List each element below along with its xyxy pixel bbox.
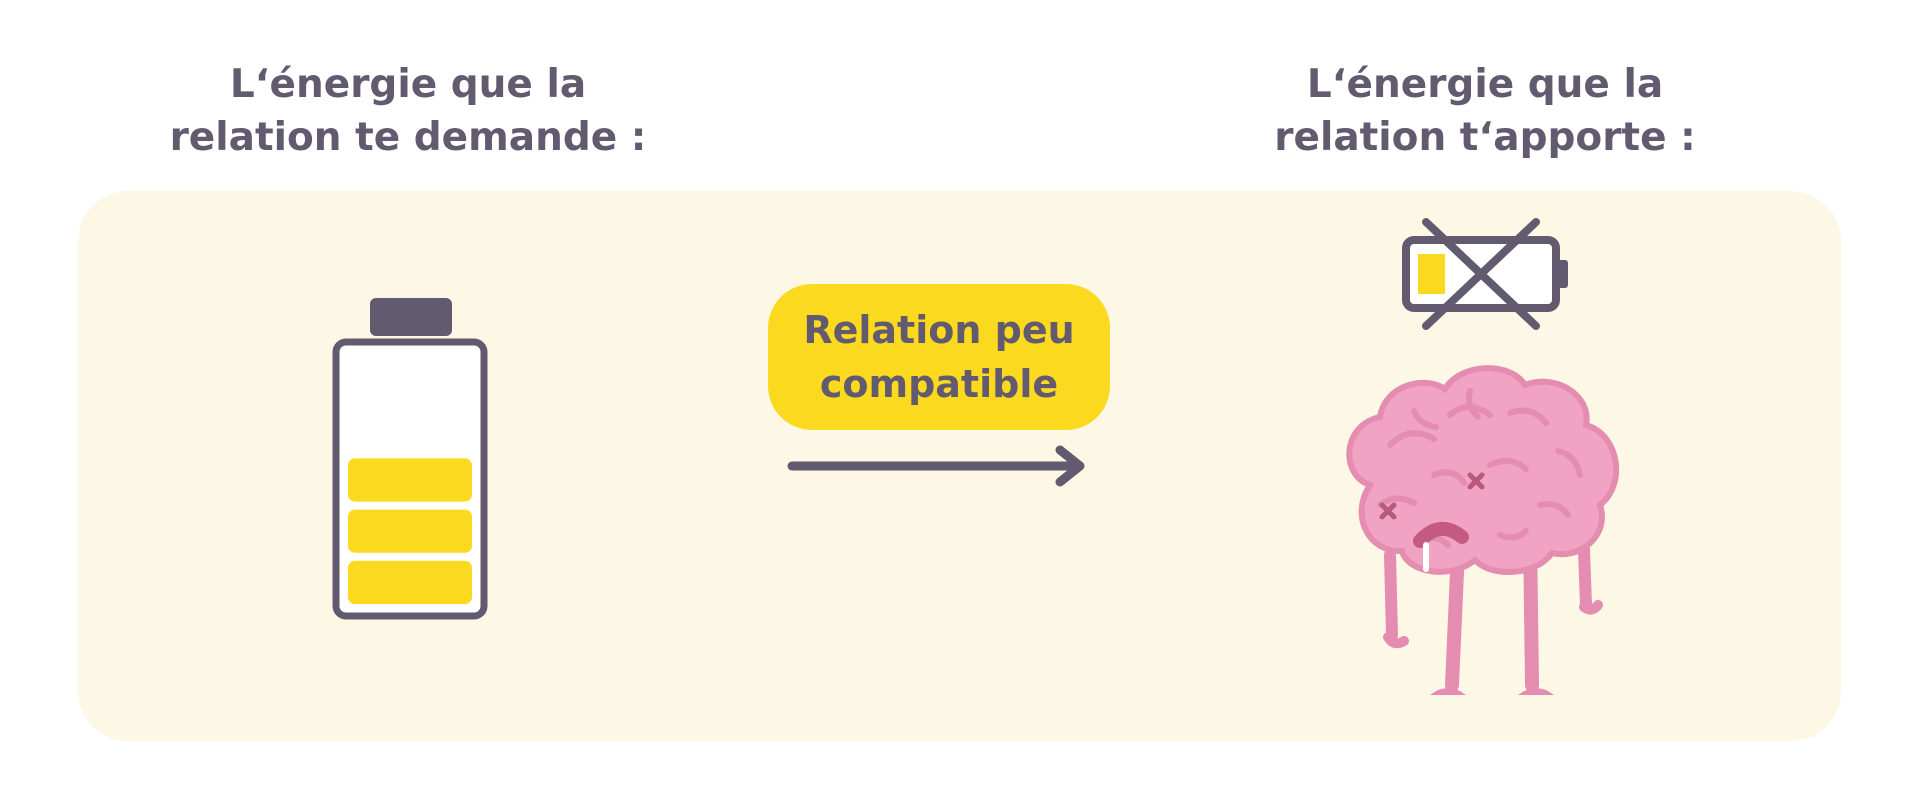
battery-charge-bar	[348, 560, 472, 604]
battery-charge-bar	[348, 458, 472, 502]
sad-brain-character-icon	[1346, 365, 1619, 695]
arrow-right-icon	[787, 445, 1085, 487]
heading-energy-provided: L‘énergie que la relation t‘apporte :	[1274, 62, 1696, 160]
verdict-label: Relation peu compatible	[803, 308, 1075, 406]
battery-three-bars-icon	[332, 298, 488, 620]
battery-charge-bar	[348, 509, 472, 553]
battery-low-crossed-icon	[1402, 218, 1568, 330]
verdict-badge: Relation peu compatible	[768, 284, 1110, 430]
heading-energy-demanded: L‘énergie que la relation te demande :	[169, 62, 647, 160]
